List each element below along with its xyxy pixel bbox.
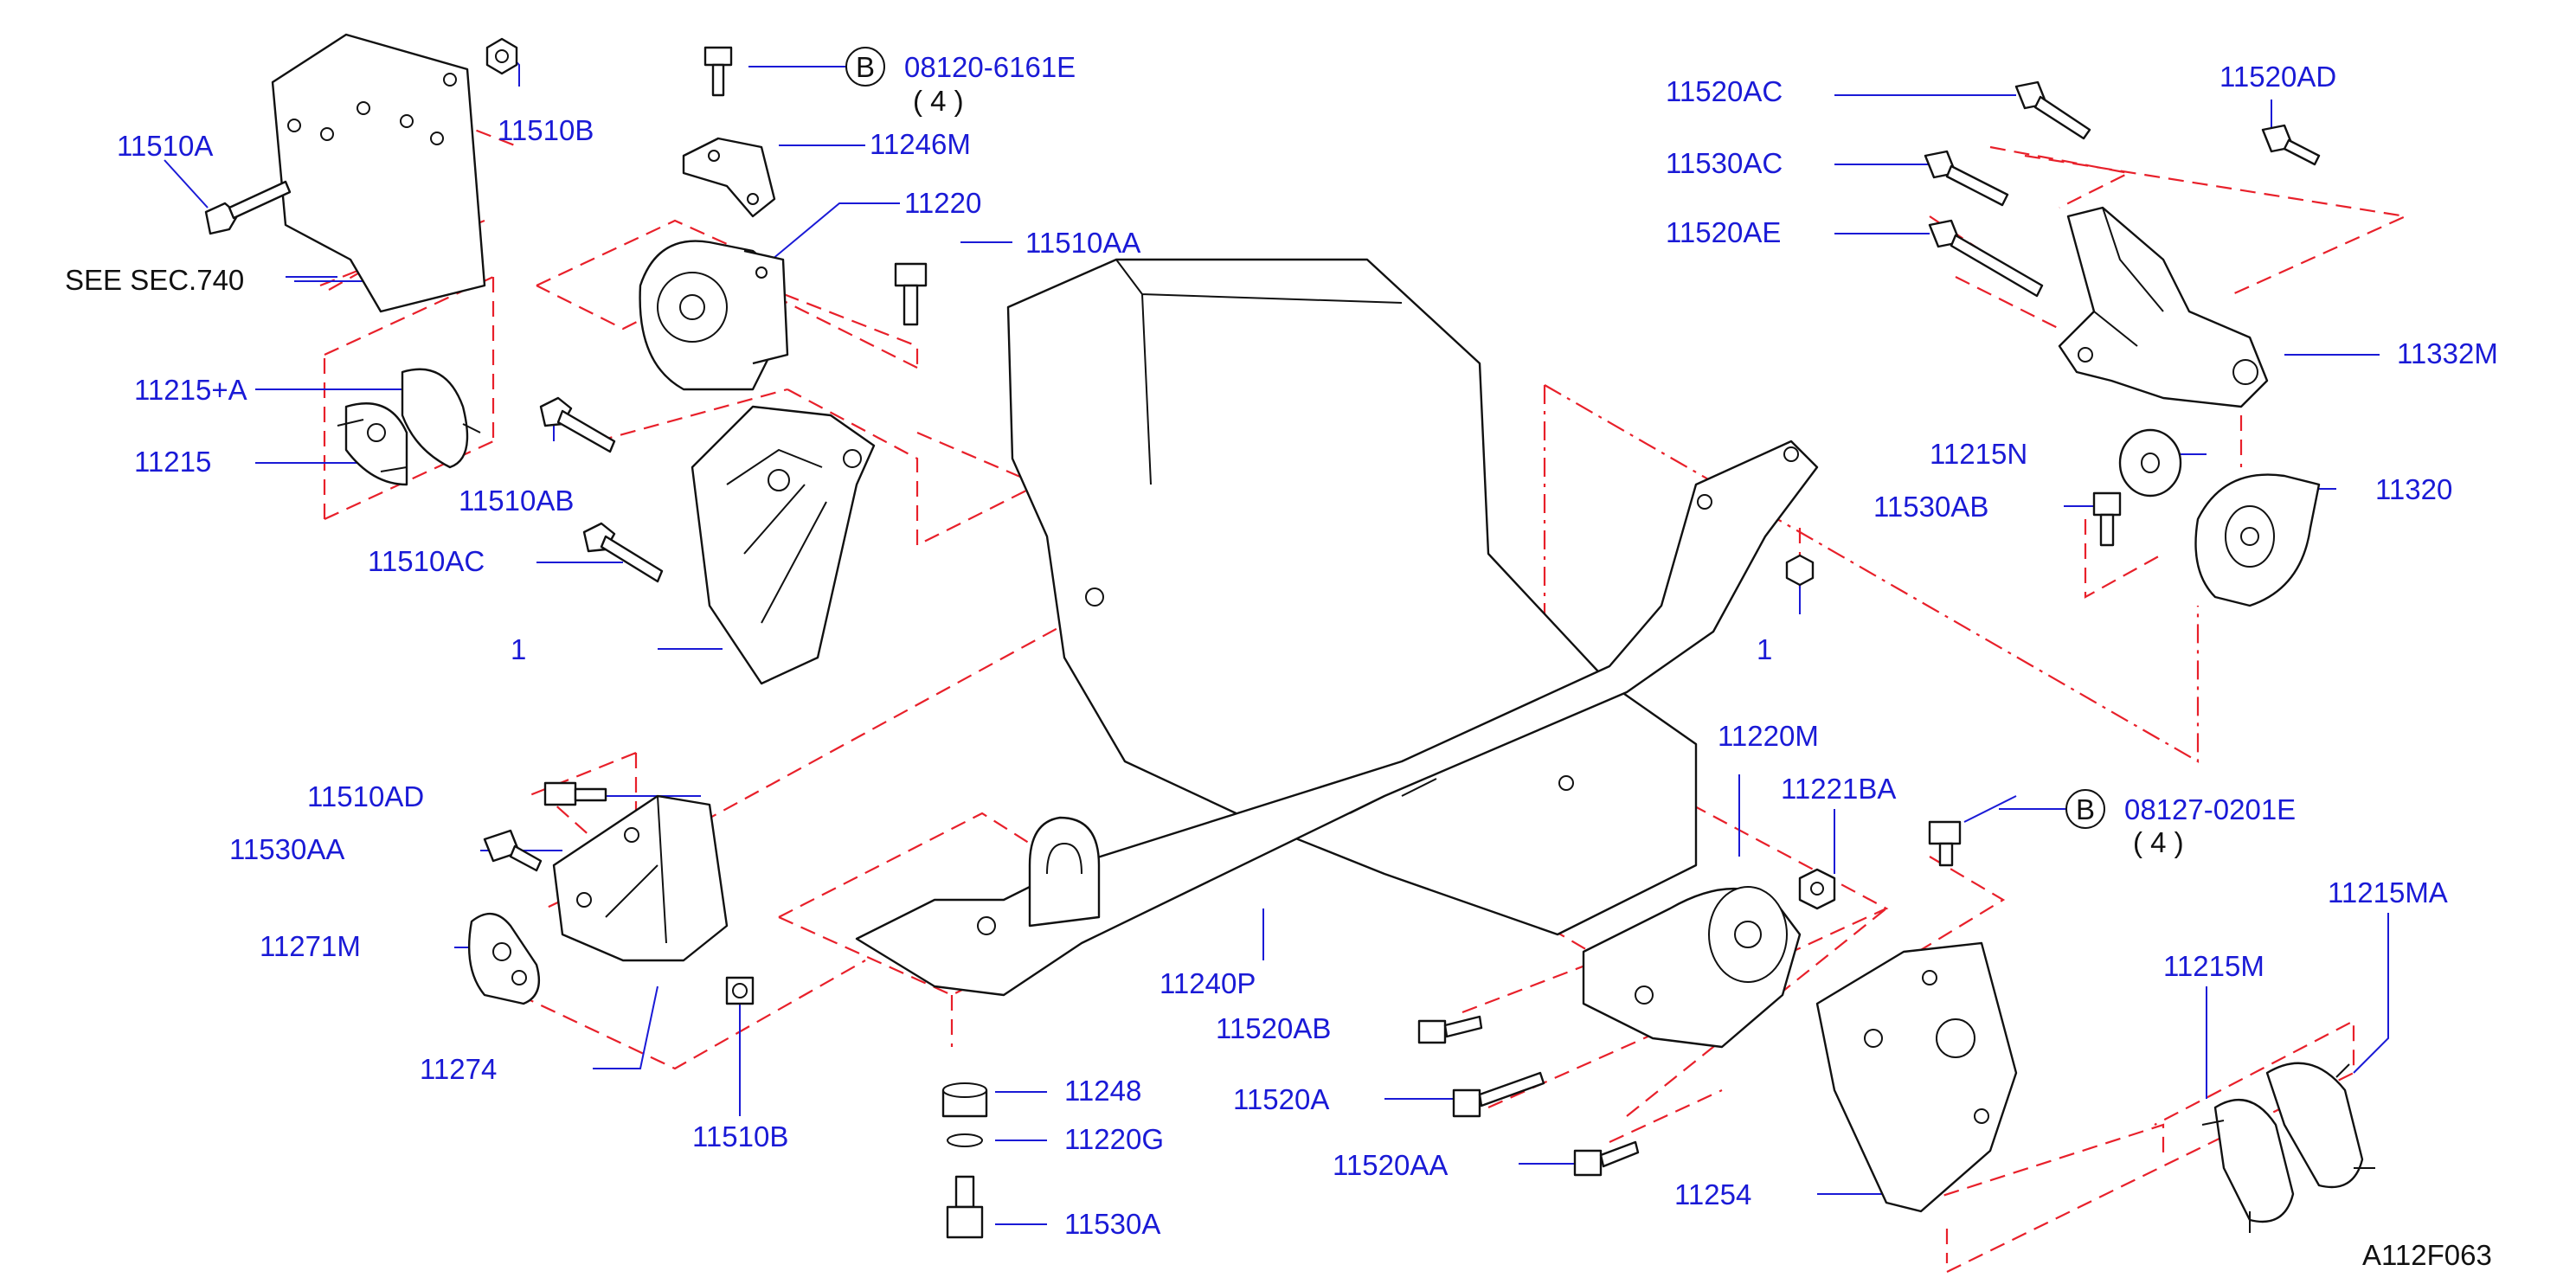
bolts-top-right <box>1924 80 2321 298</box>
callout-11530AC[interactable]: 11530AC <box>1666 147 1783 179</box>
callout-11246M[interactable]: 11246M <box>870 128 971 160</box>
callout-11215A[interactable]: 11215+A <box>134 374 247 406</box>
bolt-symbol: B <box>2076 793 2095 825</box>
rear-bolts <box>1417 1015 1640 1177</box>
bolt-11510AB <box>539 396 616 453</box>
callout-11510AC[interactable]: 11510AC <box>368 545 485 577</box>
bolt-symbol: B <box>856 51 875 83</box>
mount-11320 <box>2194 473 2321 607</box>
quantity: ( 4 ) <box>913 85 964 117</box>
callout-11231M[interactable]: 1 <box>511 633 526 665</box>
callout-11530A[interactable]: 11530A <box>1064 1208 1160 1240</box>
nut-11221BA <box>1798 868 1836 910</box>
callout-11215M[interactable]: 11215M <box>2163 950 2264 982</box>
callout-11254[interactable]: 11254 <box>1674 1178 1751 1210</box>
bolt-11510AA <box>894 262 928 326</box>
callout-11240P[interactable]: 11240P <box>1160 967 1256 999</box>
bolt-08120 <box>703 46 733 97</box>
bolts-lower-left <box>483 781 755 1005</box>
bolt-11510AC <box>582 522 664 583</box>
callout-11221[interactable]: 1 <box>1757 633 1772 665</box>
line-art <box>204 33 2375 1239</box>
part-number: 08127-0201E <box>2124 793 2296 825</box>
part-number: 08120-6161E <box>904 51 1076 83</box>
bolt-08127 <box>1928 820 1962 867</box>
callout-11221BA[interactable]: 11221BA <box>1781 773 1896 805</box>
callout-11510B-top[interactable]: 11510B <box>498 114 594 146</box>
callout-11510A[interactable]: 11510A <box>117 130 213 162</box>
fastener-stack <box>941 1082 988 1239</box>
callout-11510AA[interactable]: 11510AA <box>1025 227 1140 259</box>
insulator-11215 <box>337 368 481 486</box>
figure-id: A112F063 <box>2362 1239 2492 1271</box>
callout-11274[interactable]: 11274 <box>420 1053 497 1085</box>
callout-11320[interactable]: 11320 <box>2375 473 2452 505</box>
callout-11520A[interactable]: 11520A <box>1233 1083 1329 1115</box>
transmission-plate <box>271 33 486 313</box>
bolt-ref-08120[interactable]: B 08120-6161E ( 4 ) <box>845 47 1076 117</box>
bracket-11274 <box>552 794 729 962</box>
callout-11520AB[interactable]: 11520AB <box>1216 1012 1331 1044</box>
nut-11221 <box>1785 554 1815 587</box>
bolt-11530AB <box>2092 491 2122 547</box>
insulator-11271M <box>467 913 541 1005</box>
callout-11520AC[interactable]: 11520AC <box>1666 75 1783 107</box>
quantity: ( 4 ) <box>2133 826 2184 858</box>
bracket-11332M <box>2058 206 2269 408</box>
callout-11215MA[interactable]: 11215MA <box>2328 876 2448 908</box>
bracket-11246M <box>682 137 776 218</box>
insulators-11215M <box>2201 1062 2375 1233</box>
callout-11510AB[interactable]: 11510AB <box>459 485 574 517</box>
callout-11271M[interactable]: 11271M <box>260 930 361 962</box>
nut-11510B-top <box>485 37 518 75</box>
callout-labels: 11510A 11510B 11215+A 11215 11510AB 1151… <box>117 61 2498 1240</box>
callout-11530AB[interactable]: 11530AB <box>1873 491 1988 523</box>
callout-11220M[interactable]: 11220M <box>1718 720 1819 752</box>
engine-mount-11220 <box>639 240 789 391</box>
bracket-11254 <box>1815 941 2018 1213</box>
bracket-11231M <box>691 405 876 685</box>
callout-11332M[interactable]: 11332M <box>2397 337 2498 369</box>
callout-11220G[interactable]: 11220G <box>1064 1123 1164 1155</box>
callout-11520AD[interactable]: 11520AD <box>2219 61 2336 93</box>
callout-11215N[interactable]: 11215N <box>1930 438 2027 470</box>
rear-mount-11220M <box>1582 886 1802 1049</box>
callout-11520AA[interactable]: 11520AA <box>1333 1149 1448 1181</box>
callout-11510AD[interactable]: 11510AD <box>307 780 424 812</box>
see-section-note: SEE SEC.740 <box>65 264 244 296</box>
callout-11220[interactable]: 11220 <box>904 187 981 219</box>
engine-block <box>1006 258 1698 936</box>
callout-11510B-bottom[interactable]: 11510B <box>692 1120 788 1152</box>
callout-11215[interactable]: 11215 <box>134 446 211 478</box>
callout-11520AE[interactable]: 11520AE <box>1666 216 1781 248</box>
callout-11248[interactable]: 11248 <box>1064 1075 1141 1107</box>
washer-11215N <box>2118 428 2182 498</box>
crossmember-11240P <box>855 440 1819 997</box>
callout-11530AA[interactable]: 11530AA <box>229 833 344 865</box>
bolt-ref-08127[interactable]: B 08127-0201E ( 4 ) <box>2065 789 2296 858</box>
bolt-11510A <box>204 180 292 235</box>
